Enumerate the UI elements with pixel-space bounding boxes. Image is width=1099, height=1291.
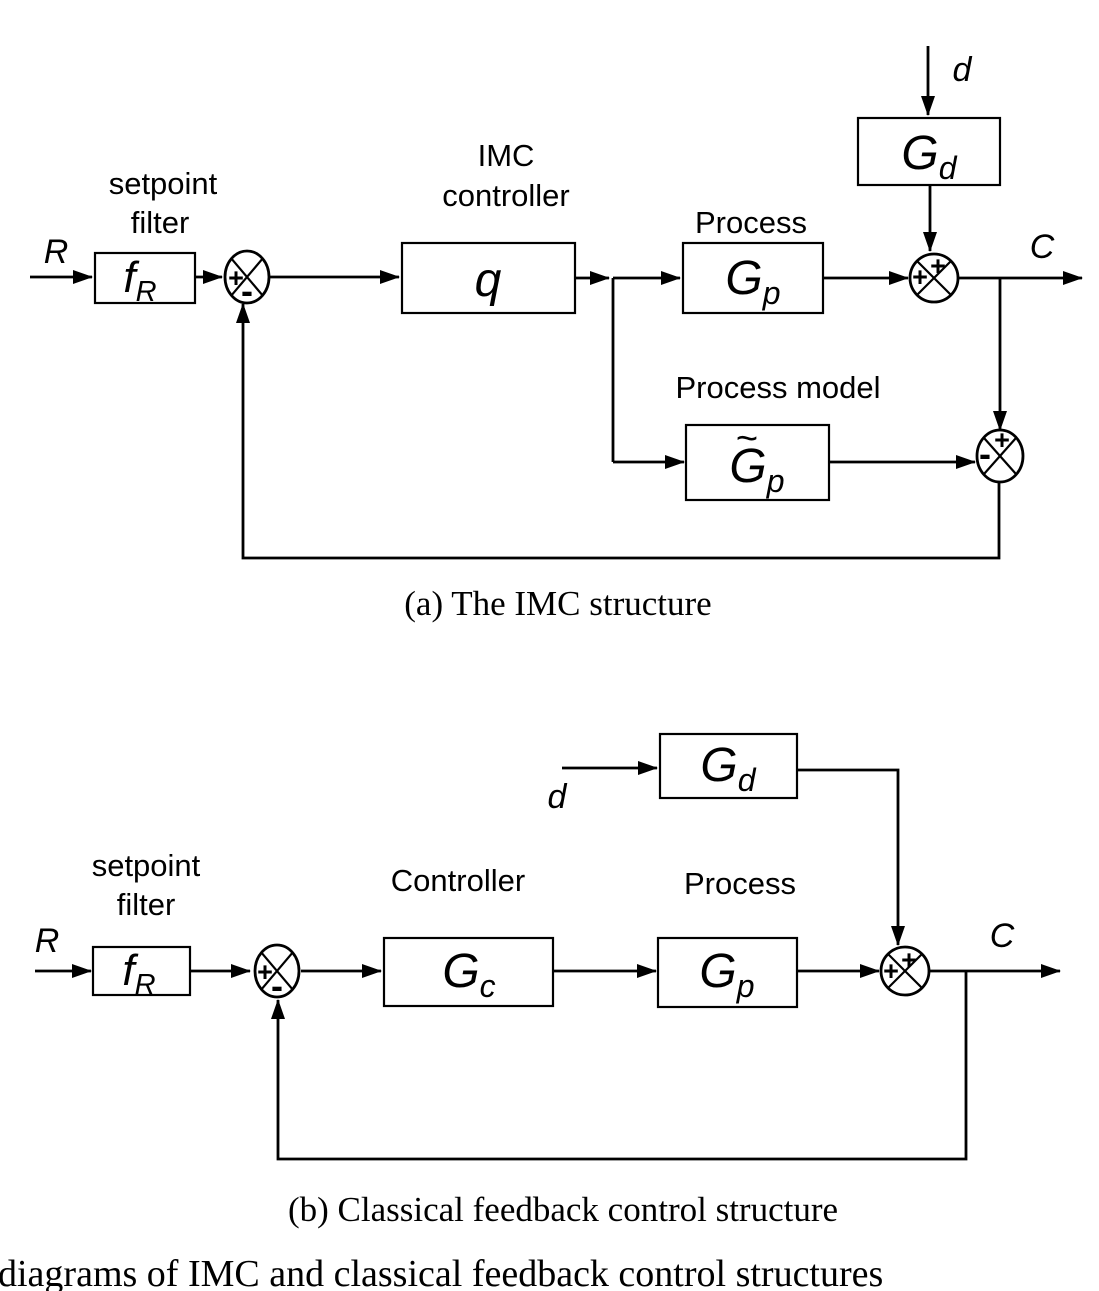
- output-signal-c-b: C: [990, 917, 1015, 955]
- setpoint-filter-block-a: [93, 251, 197, 305]
- sum-sign-plus: +: [257, 957, 273, 987]
- caption-b: (b) Classical feedback control structure: [288, 1190, 838, 1229]
- classical-feedback-diagram: + - + + setpoint filter Controller Proce…: [35, 732, 1061, 1229]
- input-signal-r-b: R: [35, 922, 60, 960]
- setpoint-filter-label-line2-b: filter: [117, 887, 176, 922]
- sum-junction-model-a: - +: [975, 425, 1025, 484]
- imc-controller-symbol: q: [475, 254, 502, 307]
- disturbance-block-b: [658, 732, 799, 800]
- controller-block-b: [382, 936, 555, 1008]
- sum-sign-minus: -: [979, 433, 991, 474]
- imc-structure-diagram: + - + + - + setpoint filter IMC controll…: [30, 46, 1083, 623]
- process-block-b: [656, 936, 799, 1009]
- setpoint-filter-label-line1-b: setpoint: [92, 848, 201, 883]
- input-signal-r-a: R: [44, 233, 69, 271]
- sum-sign-minus: -: [241, 270, 253, 311]
- disturbance-signal-d-b: d: [548, 778, 568, 816]
- sum-sign-plus: +: [912, 262, 928, 292]
- process-symbol-a: Gp: [725, 252, 780, 311]
- sum-sign-plus: +: [228, 263, 244, 293]
- imc-controller-label-line1: IMC: [478, 138, 535, 173]
- process-block-a: [681, 241, 825, 315]
- imc-controller-label-line2: controller: [442, 178, 570, 213]
- imc-controller-block: [400, 241, 577, 315]
- controller-label-b: Controller: [391, 863, 525, 898]
- process-symbol-b: Gp: [699, 945, 754, 1004]
- sum-sign-plus: +: [930, 251, 946, 281]
- disturbance-block-a: [856, 116, 1002, 187]
- setpoint-filter-label-line1: setpoint: [109, 166, 218, 201]
- output-signal-c-a: C: [1030, 228, 1055, 266]
- setpoint-filter-label-line2: filter: [131, 205, 190, 240]
- sum-sign-plus: +: [901, 945, 917, 975]
- process-model-block: [684, 423, 831, 502]
- sum-sign-minus: -: [271, 965, 283, 1006]
- sum-junction-error-b: + -: [253, 943, 301, 1006]
- process-model-label: Process model: [675, 370, 880, 405]
- caption-a: (a) The IMC structure: [404, 584, 711, 623]
- figure-caption-partial: diagrams of IMC and classical feedback c…: [0, 1253, 883, 1291]
- sum-sign-plus: +: [994, 425, 1010, 455]
- process-model-tilde: ~: [736, 418, 758, 460]
- process-label-b: Process: [684, 866, 796, 901]
- sum-junction-output-b: + +: [879, 945, 931, 997]
- setpoint-filter-block-b: [91, 945, 192, 997]
- process-label-a: Process: [695, 205, 807, 240]
- disturbance-symbol-b: Gd: [700, 739, 756, 798]
- wire-feedback-b: [271, 971, 968, 1161]
- sum-junction-output-a: + +: [908, 251, 960, 304]
- controller-symbol-b: Gc: [442, 945, 495, 1004]
- wire-gd-to-sum-b: [797, 768, 905, 946]
- sum-sign-plus: +: [883, 956, 899, 986]
- process-model-symbol: Gp: [729, 440, 784, 499]
- disturbance-symbol-a: Gd: [901, 127, 957, 186]
- disturbance-signal-d-a: d: [953, 51, 973, 89]
- sum-junction-error-a: + -: [223, 249, 271, 311]
- wire-feedback-a: [236, 303, 1001, 560]
